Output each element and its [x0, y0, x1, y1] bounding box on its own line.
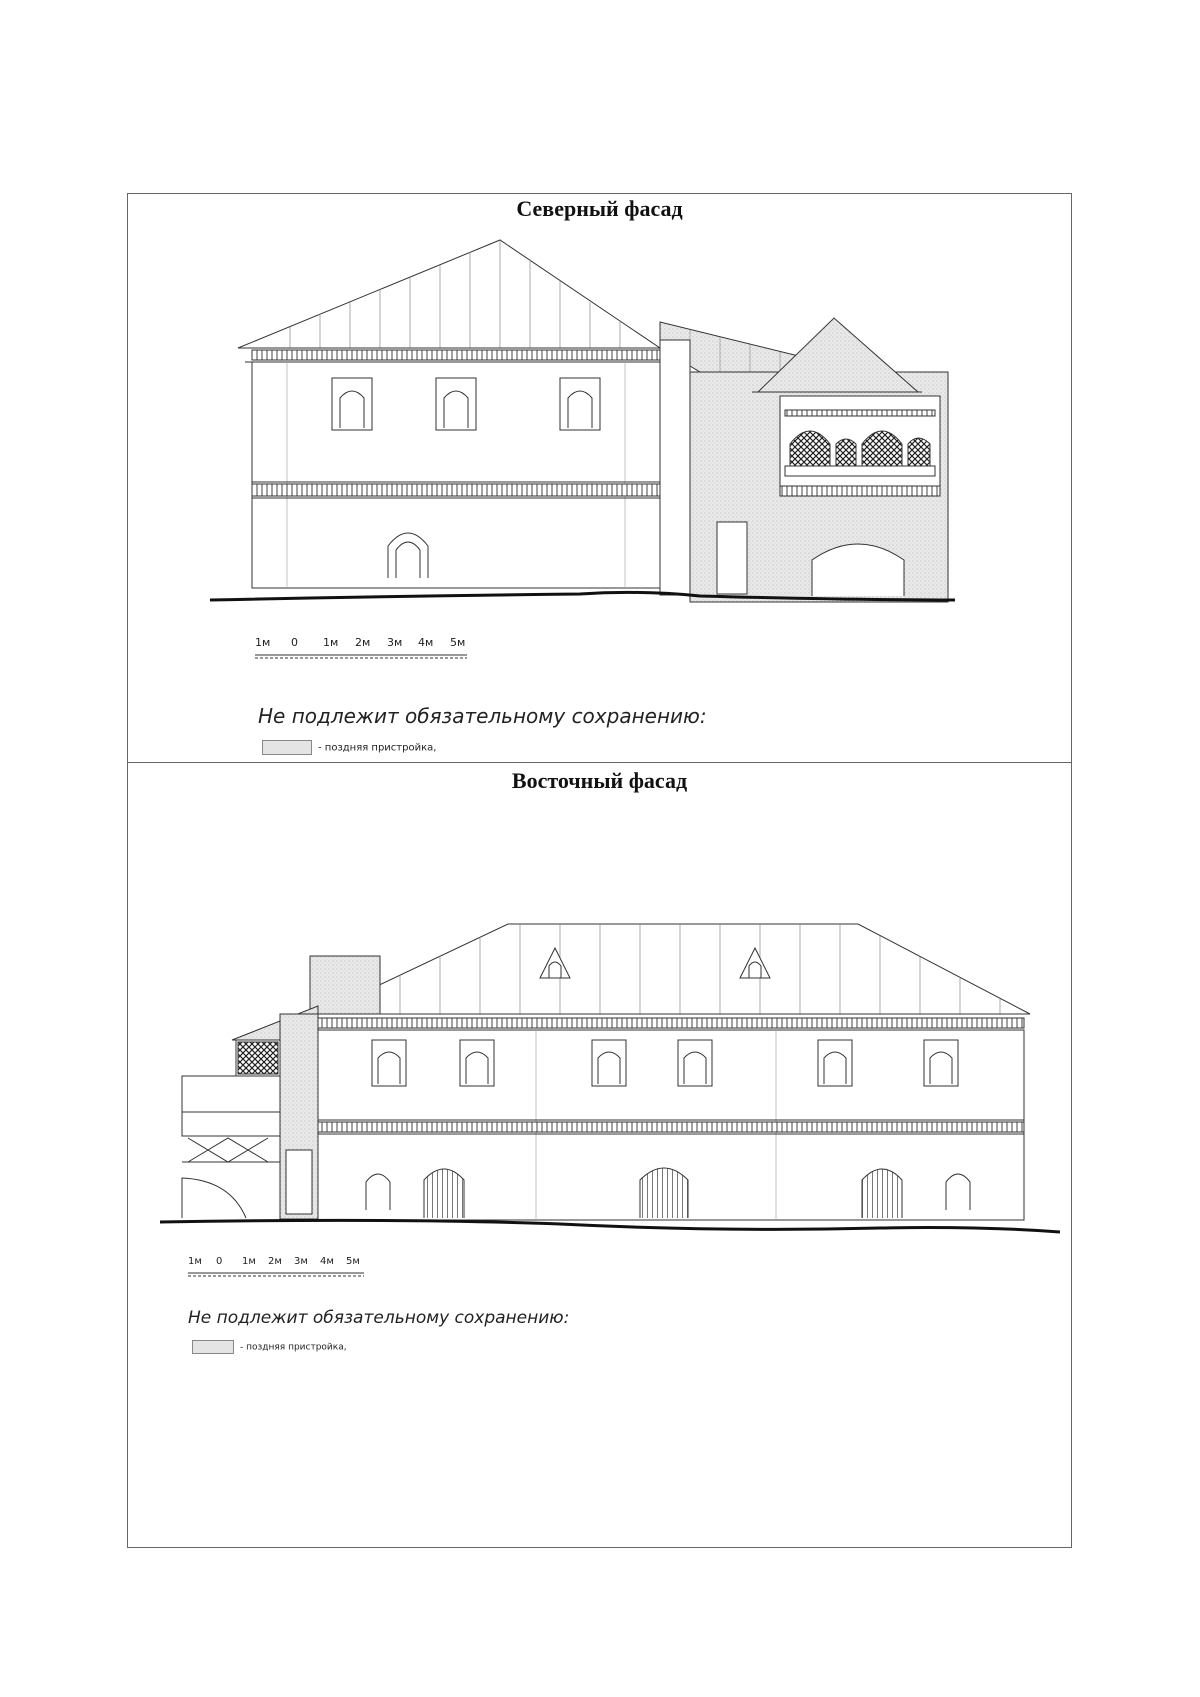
scale-label: 1м	[255, 636, 271, 649]
legend-text: - поздняя пристройка,	[240, 1342, 347, 1353]
scale-label: 0	[216, 1256, 223, 1267]
scale-label: 2м	[355, 636, 371, 649]
late-addition-swatch	[192, 1340, 234, 1354]
scale-label: 5м	[346, 1256, 360, 1267]
east-facade-title: Восточный фасад	[511, 768, 688, 793]
scale-label: 3м	[294, 1256, 308, 1267]
sheet-divider	[127, 762, 1072, 763]
north-scale-bar: 1м 0 1м 2м 3м 4м 5м	[255, 636, 485, 666]
scale-label: 3м	[387, 636, 403, 649]
scale-label: 0	[291, 636, 298, 649]
scale-label: 1м	[242, 1256, 256, 1267]
east-scale-bar: 1м 0 1м 2м 3м 4м 5м	[188, 1256, 388, 1286]
scale-label: 2м	[268, 1256, 282, 1267]
scale-label: 1м	[188, 1256, 202, 1267]
east-facade-drawing	[159, 923, 1061, 1234]
scale-label: 5м	[450, 636, 466, 649]
north-not-preserved-note: Не подлежит обязательному сохранению:	[258, 704, 707, 728]
north-facade-title: Северный фасад	[516, 196, 683, 221]
north-legend: - поздняя пристройка,	[262, 740, 436, 755]
legend-text: - поздняя пристройка,	[318, 742, 437, 754]
late-addition-swatch	[262, 740, 312, 755]
east-not-preserved-note: Не подлежит обязательному сохранению:	[188, 1308, 570, 1328]
drawing-sheet-frame	[127, 193, 1072, 1548]
scale-ruler	[255, 654, 467, 659]
east-legend: - поздняя пристройка,	[192, 1340, 347, 1354]
scale-label: 4м	[418, 636, 434, 649]
scale-label: 1м	[323, 636, 339, 649]
north-facade-drawing	[209, 239, 956, 603]
scale-ruler	[188, 1272, 364, 1277]
scale-label: 4м	[320, 1256, 334, 1267]
